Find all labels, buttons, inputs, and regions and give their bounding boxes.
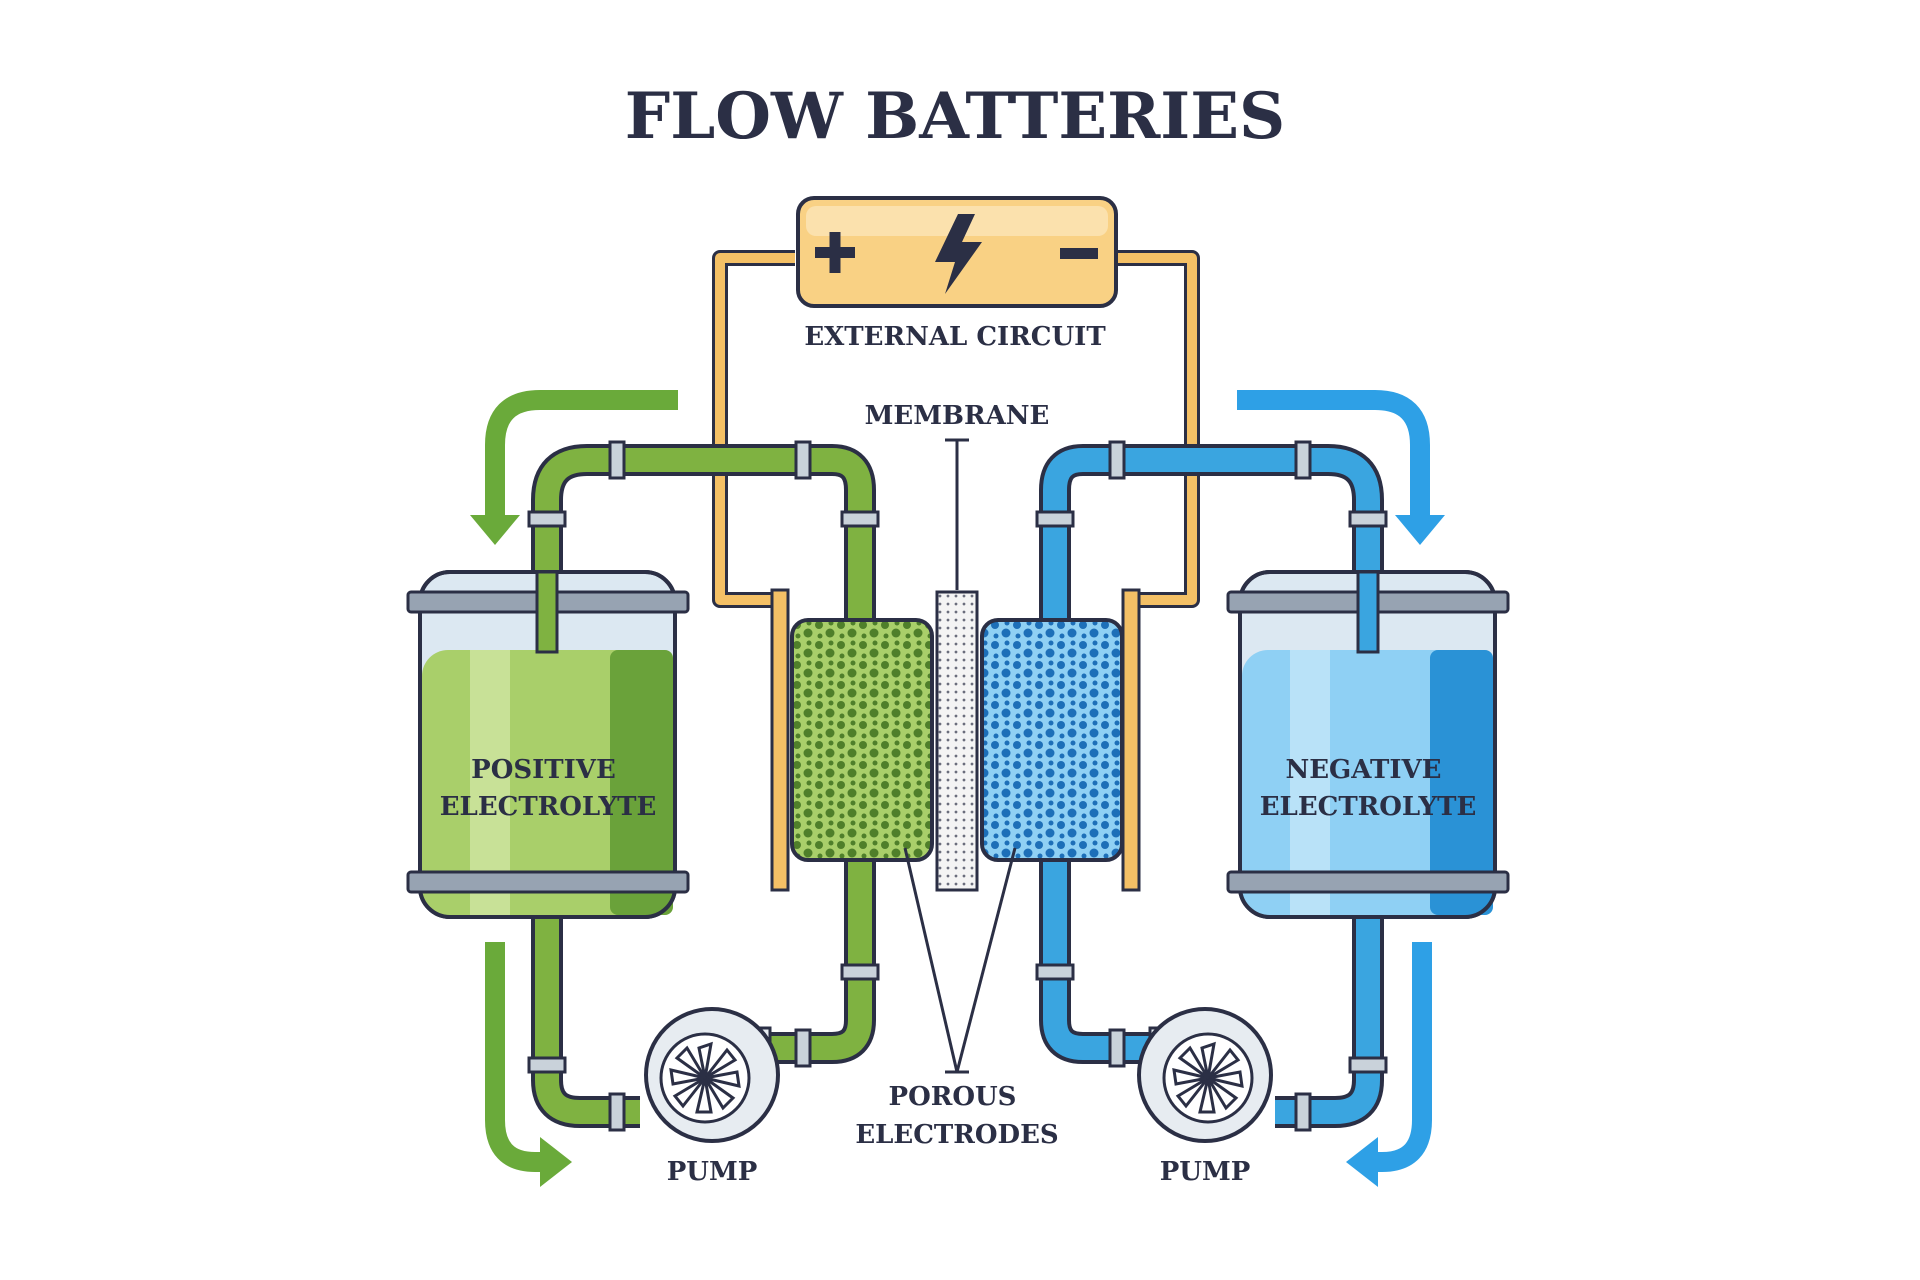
negative-electrolyte-tank bbox=[1226, 570, 1510, 919]
lightning-bolt-icon bbox=[935, 214, 982, 294]
porous-electrodes-label-line1: POROUS bbox=[889, 1082, 1017, 1112]
negative-electrolyte-pipes bbox=[1035, 440, 1388, 1132]
left-pump-label: PUMP bbox=[667, 1157, 758, 1187]
left-current-collector bbox=[770, 588, 790, 892]
right-current-collector bbox=[1121, 588, 1141, 892]
porous-electrodes-leader-lines bbox=[903, 847, 1017, 1074]
membrane-label: MEMBRANE bbox=[865, 401, 1050, 431]
porous-electrodes-label-line2: ELECTRODES bbox=[855, 1120, 1058, 1150]
membrane bbox=[935, 590, 979, 892]
flow-arrows bbox=[470, 390, 1445, 1187]
negative-electrolyte-label-line1: NEGATIVE bbox=[1285, 755, 1441, 785]
pump-icon bbox=[1137, 1007, 1273, 1143]
plus-sign-icon bbox=[815, 232, 855, 273]
positive-electrolyte-label: POSITIVE ELECTROLYTE bbox=[440, 755, 657, 822]
positive-electrolyte-tank bbox=[406, 570, 690, 919]
right-pump-label: PUMP bbox=[1160, 1157, 1251, 1187]
positive-electrolyte-label-line2: ELECTROLYTE bbox=[440, 792, 657, 822]
negative-electrolyte-label: NEGATIVE ELECTROLYTE bbox=[1260, 755, 1477, 822]
membrane-leader-line bbox=[945, 438, 969, 590]
pump-icon bbox=[644, 1007, 780, 1143]
positive-electrolyte-pipes bbox=[527, 440, 880, 1132]
positive-electrolyte-label-line1: POSITIVE bbox=[471, 755, 616, 785]
diagram-title: FLOW BATTERIES bbox=[625, 79, 1285, 154]
positive-porous-electrode bbox=[790, 618, 934, 862]
negative-electrolyte-label-line2: ELECTROLYTE bbox=[1260, 792, 1477, 822]
porous-electrodes-label: POROUS ELECTRODES bbox=[855, 1082, 1058, 1150]
external-circuit-label: EXTERNAL CIRCUIT bbox=[804, 322, 1106, 352]
minus-sign-icon bbox=[1060, 248, 1098, 259]
battery-icon bbox=[796, 196, 1118, 308]
negative-porous-electrode bbox=[980, 618, 1124, 862]
external-circuit-wires bbox=[712, 250, 1200, 608]
